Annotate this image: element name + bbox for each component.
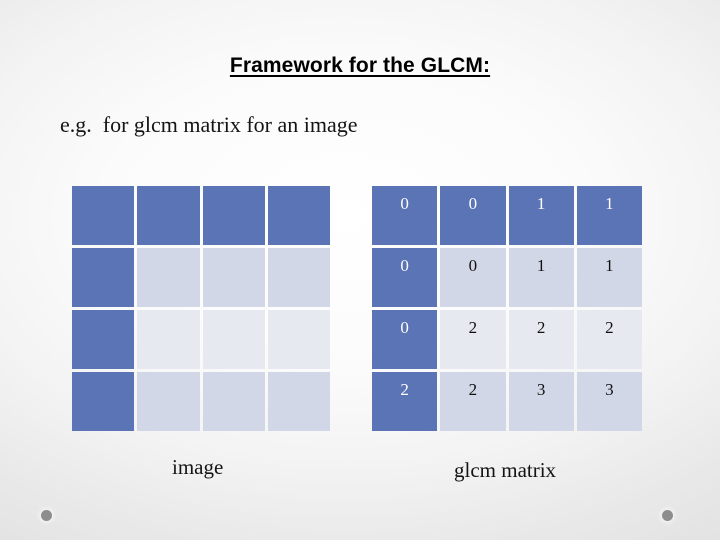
glcm-table-caption: glcm matrix [454,458,557,482]
image-matrix-cell-r2-c1 [72,248,135,307]
glcm-matrix-cell-r1-c2: 0 [440,186,506,245]
glcm-matrix-cell-r3-c2: 2 [440,310,506,369]
image-matrix-cell-r3-c3 [202,310,265,369]
image-matrix-cell-r3-c4 [267,310,330,369]
image-matrix-cell-r1-c3 [202,186,265,245]
image-matrix-cell-r4-c1 [72,372,135,431]
decorative-dot-right-icon [662,510,673,521]
image-matrix-cell-r1-c4 [267,186,330,245]
page-title: Framework for the GLCM: [229,54,491,77]
image-matrix-table [72,186,330,431]
image-matrix-cell-r1-c2 [137,186,200,245]
glcm-matrix-cell-r1-c1: 0 [372,186,438,245]
image-matrix-cell-r3-c2 [137,310,200,369]
glcm-matrix-cell-r2-c4: 1 [576,248,642,307]
image-matrix-cell-r2-c3 [202,248,265,307]
image-matrix-cell-r4-c2 [137,372,200,431]
glcm-matrix-cell-r1-c3: 1 [508,186,574,245]
glcm-matrix-cell-r2-c2: 0 [440,248,506,307]
glcm-matrix-cell-r3-c3: 2 [508,310,574,369]
glcm-matrix-cell-r3-c4: 2 [576,310,642,369]
decorative-dot-left-icon [41,510,52,521]
glcm-matrix-cell-r4-c3: 3 [508,372,574,431]
glcm-matrix-cell-r1-c4: 1 [576,186,642,245]
image-matrix-cell-r2-c4 [267,248,330,307]
image-matrix-cell-r2-c2 [137,248,200,307]
glcm-matrix-cell-r4-c2: 2 [440,372,506,431]
image-matrix-cell-r4-c4 [267,372,330,431]
image-matrix-cell-r4-c3 [202,372,265,431]
glcm-matrix-cell-r3-c1: 0 [372,310,438,369]
glcm-matrix-cell-r2-c3: 1 [508,248,574,307]
glcm-matrix-cell-r4-c4: 3 [576,372,642,431]
glcm-matrix-cell-r2-c1: 0 [372,248,438,307]
image-matrix-cell-r3-c1 [72,310,135,369]
subtitle-text: e.g. for glcm matrix for an image [60,112,358,137]
image-table-caption: image [172,455,224,479]
glcm-matrix-cell-r4-c1: 2 [372,372,438,431]
image-matrix-cell-r1-c1 [72,186,135,245]
